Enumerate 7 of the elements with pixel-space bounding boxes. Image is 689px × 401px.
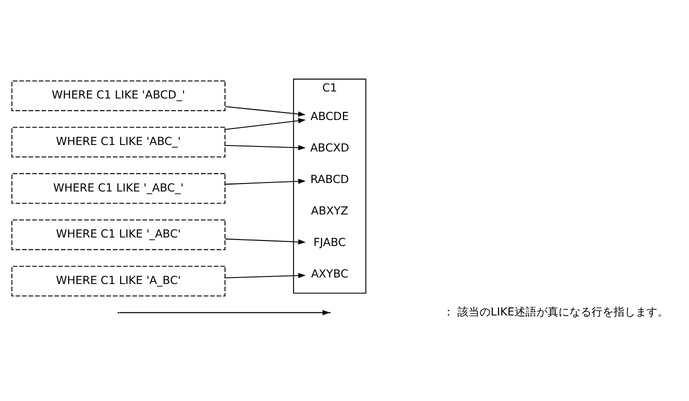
node-text: ABCXD [310, 141, 350, 154]
node-text: FJABC [314, 236, 346, 249]
node-text: ABXYZ [311, 204, 348, 218]
node-text: AXYBC [311, 268, 348, 280]
legend-label: ： 該当のLIKE述語が真になる行を指します。 [443, 305, 668, 318]
node-text: ABCDE [310, 110, 349, 123]
node-text: RABCD [310, 172, 349, 186]
